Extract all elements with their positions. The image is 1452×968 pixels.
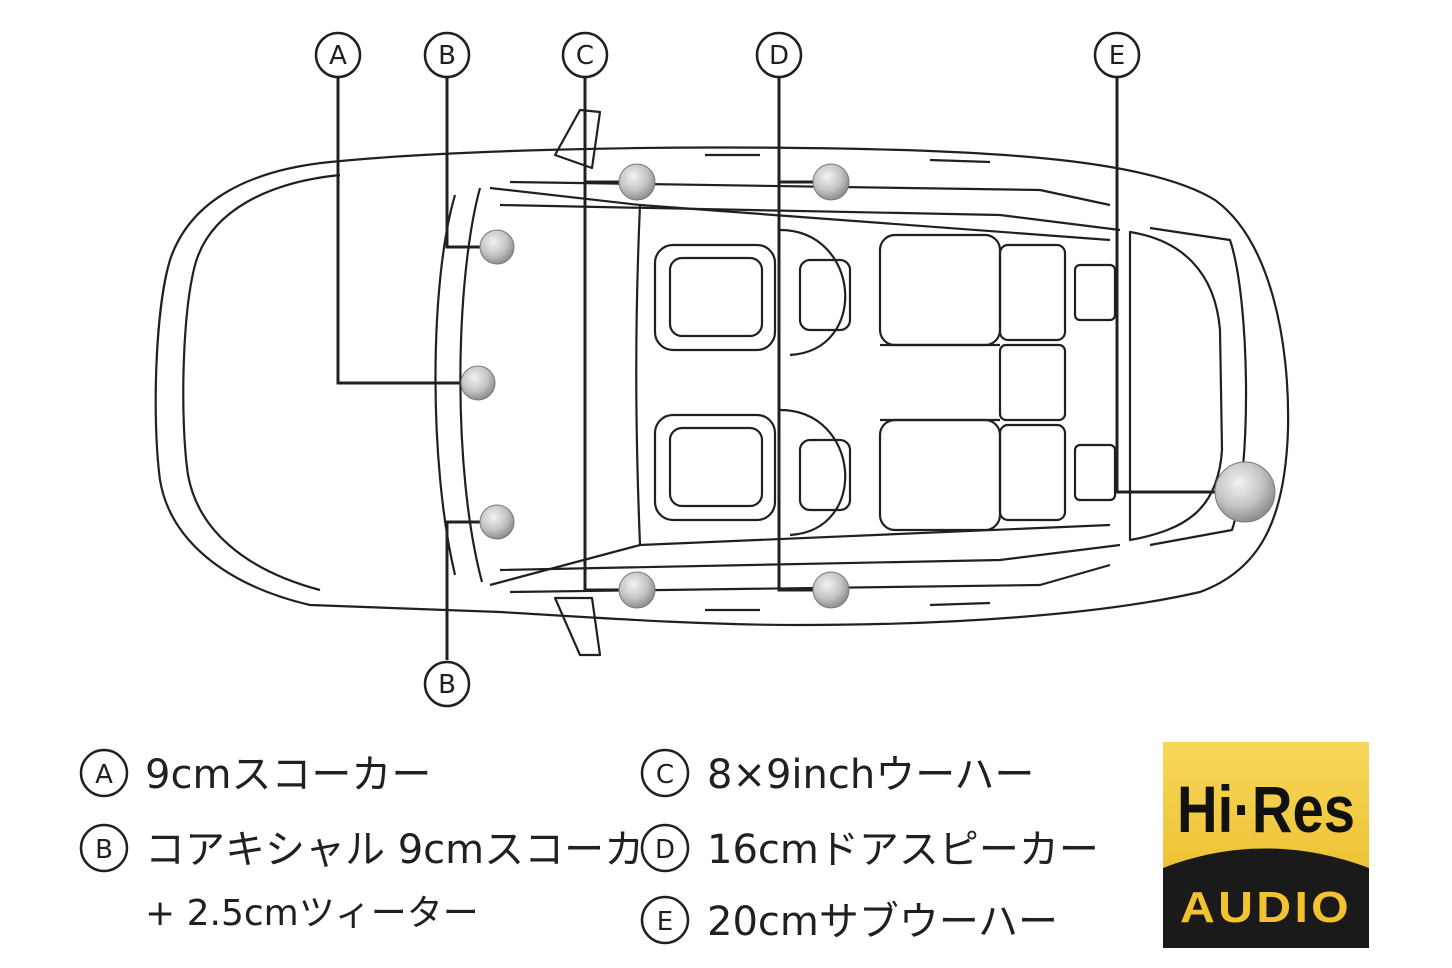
speaker-d-top (812, 163, 850, 201)
speaker-b-top (479, 229, 515, 265)
callout-b-bottom: B (423, 660, 471, 708)
speaker-d-bottom (812, 571, 850, 609)
svg-text:C: C (576, 41, 594, 71)
leader-b-top (445, 76, 490, 249)
svg-text:コアキシャル 9cmスコーカー: コアキシャル 9cmスコーカー (145, 827, 684, 873)
speaker-b-bottom (479, 504, 515, 540)
leader-a (336, 76, 470, 385)
callout-circles: A B C D E B (314, 31, 1141, 708)
legend: A 9cmスコーカー B コアキシャル 9cmスコーカー + 2.5cmツィータ… (79, 748, 1099, 945)
svg-text:9cmスコーカー: 9cmスコーカー (145, 752, 431, 798)
speaker-c-top (618, 163, 656, 201)
leader-c (583, 76, 625, 184)
speaker-c-bottom (618, 571, 656, 609)
callout-d: D (755, 31, 803, 79)
car-outline (154, 108, 1290, 657)
speaker-e (1214, 461, 1276, 523)
svg-text:Hi·Res: Hi·Res (1177, 772, 1355, 846)
leader-e (1115, 76, 1220, 494)
legend-item-a: A 9cmスコーカー (79, 748, 431, 798)
speaker-a (460, 365, 496, 401)
svg-text:AUDIO: AUDIO (1180, 883, 1352, 932)
svg-text:16cmドアスピーカー: 16cmドアスピーカー (707, 827, 1099, 873)
svg-text:20cmサブウーハー: 20cmサブウーハー (707, 899, 1058, 945)
legend-item-d: D 16cmドアスピーカー (640, 823, 1099, 873)
legend-item-e: E 20cmサブウーハー (640, 895, 1058, 945)
leader-lines (336, 76, 1220, 660)
svg-text:E: E (657, 907, 673, 937)
svg-text:D: D (655, 835, 675, 865)
svg-text:E: E (1109, 41, 1125, 71)
svg-text:8×9inchウーハー: 8×9inchウーハー (707, 752, 1034, 798)
hires-audio-logo: Hi·Res AUDIO (1163, 742, 1369, 948)
callout-a: A (314, 31, 362, 79)
leader-b-bottom (445, 520, 490, 660)
leader-d-lower (777, 182, 815, 592)
legend-item-c: C 8×9inchウーハー (640, 748, 1034, 798)
callout-b-top: B (423, 31, 471, 79)
callout-c: C (561, 31, 609, 79)
svg-text:B: B (438, 670, 456, 700)
svg-text:B: B (438, 41, 456, 71)
svg-text:B: B (95, 835, 113, 865)
svg-text:A: A (95, 760, 113, 790)
callout-e: E (1093, 31, 1141, 79)
leader-c-lower (583, 182, 625, 592)
leader-d (777, 76, 815, 184)
svg-text:C: C (656, 760, 674, 790)
svg-text:+ 2.5cmツィーター: + 2.5cmツィーター (145, 893, 479, 934)
svg-text:A: A (329, 41, 347, 71)
speakers (460, 163, 1276, 609)
legend-item-b: B コアキシャル 9cmスコーカー + 2.5cmツィーター (79, 823, 684, 934)
svg-text:D: D (769, 41, 789, 71)
